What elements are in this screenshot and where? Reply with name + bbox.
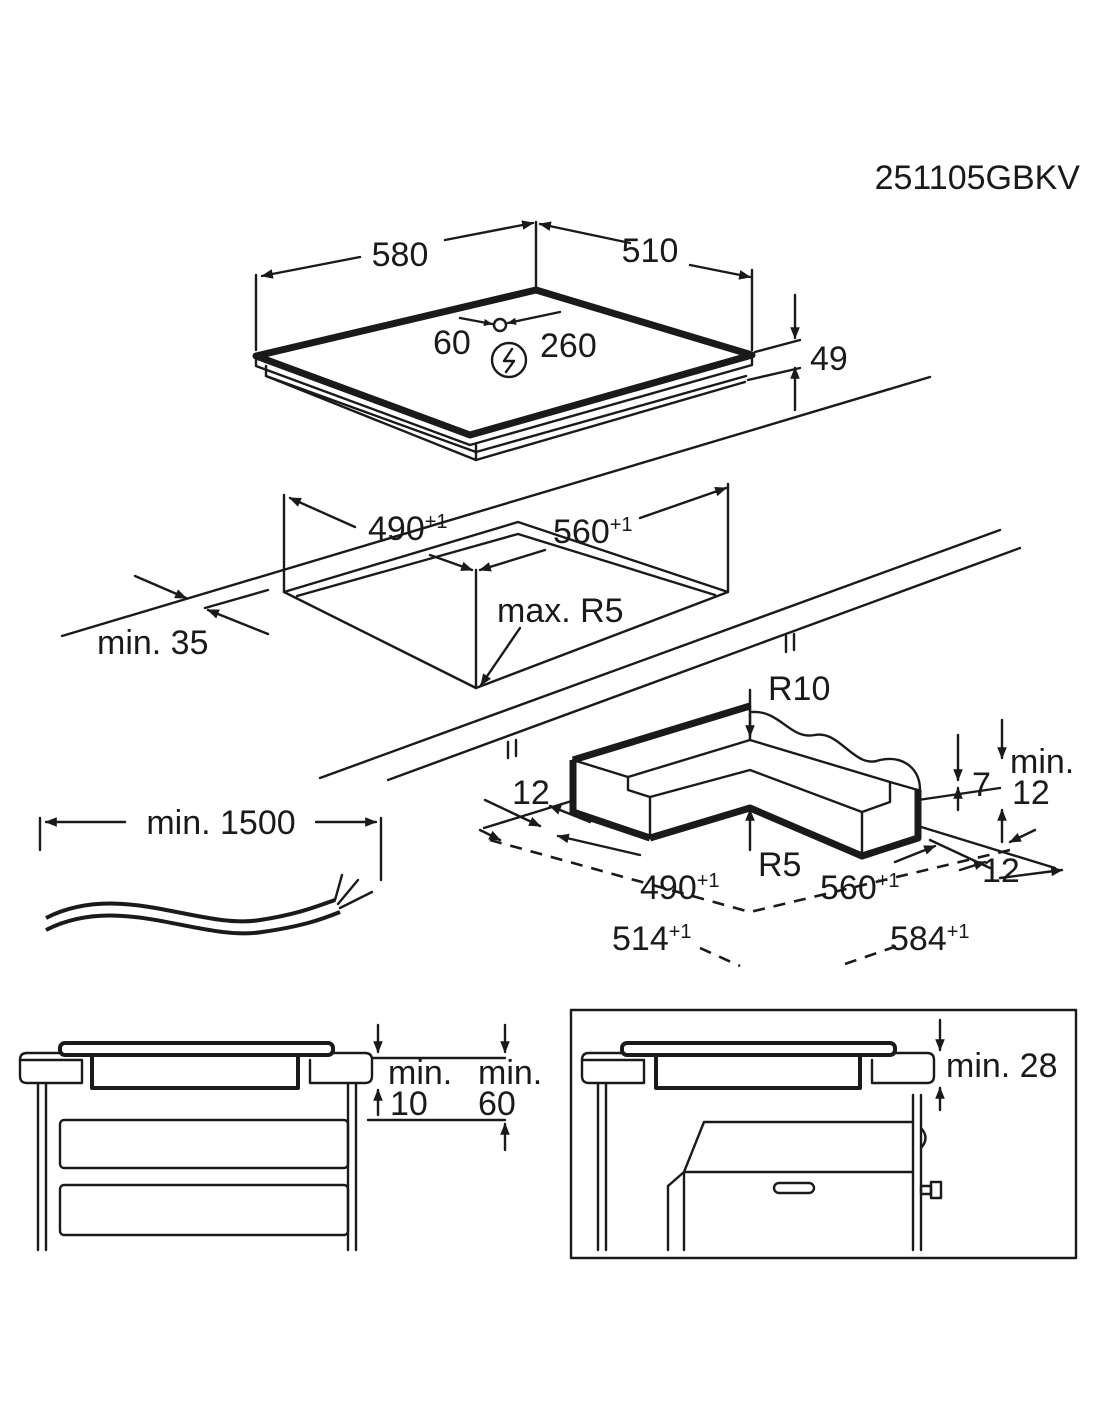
front-distance-label: min. 35 [97,624,209,662]
cable-back-offset-label: 260 [540,327,597,365]
cutout-width-label: 560+1 [553,513,633,551]
cable-length-label: min. 1500 [146,804,295,842]
niche-inner-width-label: 560+1 [820,869,900,907]
niche-rim-left-label: 12 [512,774,550,812]
hob-height-label: 49 [810,340,848,378]
clearance-min-label-a: min. [388,1054,452,1092]
corner-radius-label: max. R5 [497,592,624,630]
niche-min-label: min. [1010,743,1074,781]
niche-radius-top-label: R10 [768,670,830,708]
oven-clearance-label: min. 28 [946,1047,1058,1085]
clearance-value-b: 60 [478,1085,516,1123]
niche-outer-depth-label: 514+1 [612,920,692,958]
niche-rim-right-label: 12 [982,852,1020,890]
hob-depth-label: 510 [622,232,679,270]
worktop-cutout-drawing [60,375,1022,782]
cutout-depth-label: 490+1 [368,510,448,548]
electrical-connection-icon [490,341,528,379]
cable-side-offset-label: 60 [433,324,471,362]
clearance-min-label-b: min. [478,1054,542,1092]
power-cable-drawing [38,816,383,936]
niche-outer-width-label: 584+1 [890,920,970,958]
niche-min-value: 12 [1012,774,1050,812]
cabinet-oven-drawing [569,1008,1078,1260]
niche-drawing [478,688,1064,968]
niche-radius-bottom-label: R5 [758,846,801,884]
clearance-value-a: 10 [390,1085,428,1123]
niche-inner-depth-label: 490+1 [640,869,720,907]
model-code: 251105GBKV [875,159,1081,197]
hob-width-label: 580 [372,236,429,274]
hob-drawing [252,220,802,462]
cabinet-drawers-drawing [18,1023,510,1252]
niche-rim-height-label: 7 [972,766,991,804]
